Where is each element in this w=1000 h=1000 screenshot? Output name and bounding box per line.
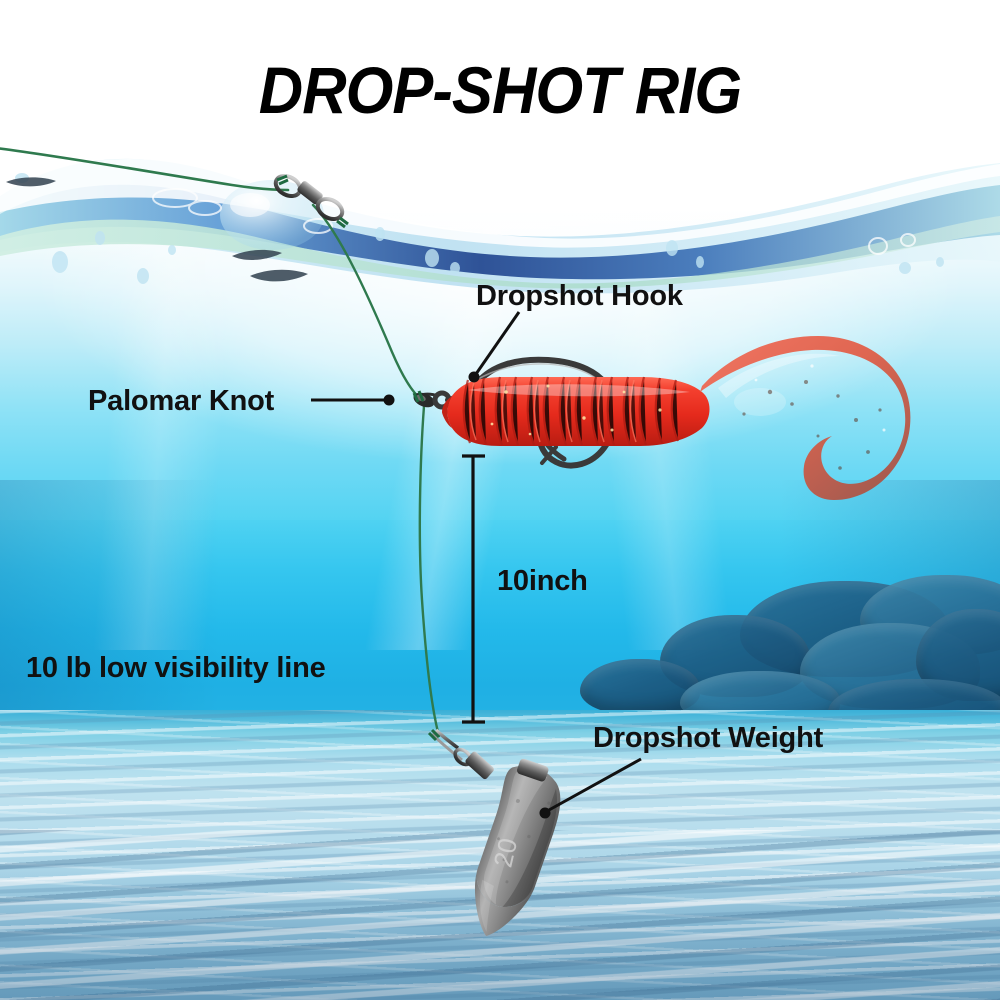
page-title: DROP-SHOT RIG: [258, 53, 742, 127]
dropshot-weight: 20: [474, 758, 561, 937]
dimension-line-10inch: [462, 454, 485, 724]
palomar-knot: [412, 390, 439, 408]
fishing-line: [0, 147, 441, 738]
water-surface-wave: [0, 158, 1000, 294]
soft-plastic-lure: [442, 336, 911, 500]
label-length-10inch: 10inch: [497, 565, 588, 597]
weight-size-marking: 20: [488, 835, 524, 870]
label-dropshot-hook: Dropshot Hook: [476, 280, 683, 312]
fish-silhouette: [6, 177, 308, 282]
weight-clip: [427, 728, 494, 780]
label-palomar-knot: Palomar Knot: [88, 385, 275, 417]
barrel-swivel-top: [273, 173, 349, 229]
label-dropshot-weight: Dropshot Weight: [593, 722, 824, 754]
label-line-strength: 10 lb low visibility line: [26, 652, 326, 684]
callout-leaders: [311, 311, 642, 819]
